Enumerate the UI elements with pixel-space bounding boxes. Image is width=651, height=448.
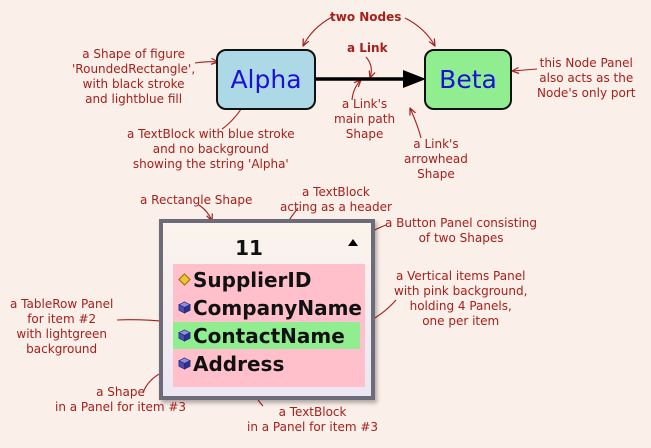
annotation-vertical-panel: a Vertical items Panel with pink backgro… bbox=[394, 269, 528, 328]
annotation-textblock-header: a TextBlock acting as a header bbox=[280, 185, 392, 214]
collapse-triangle-icon[interactable] bbox=[348, 239, 358, 246]
items-panel: SupplierID CompanyName ContactName bbox=[173, 264, 365, 387]
annotation-two-nodes: two Nodes bbox=[330, 10, 402, 24]
annotation-textblock-alpha: a TextBlock with blue stroke and no back… bbox=[127, 127, 295, 171]
item-label: SupplierID bbox=[193, 267, 312, 292]
list-item[interactable]: CompanyName bbox=[173, 294, 362, 321]
table-row-highlighted[interactable]: ContactName bbox=[173, 322, 360, 349]
item-label: CompanyName bbox=[193, 295, 362, 320]
annotation-textblock-item3: a TextBlock in a Panel for item #3 bbox=[247, 405, 379, 434]
annotation-a-link: a Link bbox=[347, 41, 388, 55]
annotation-node-panel: this Node Panel also acts as the Node's … bbox=[537, 56, 636, 100]
table-node[interactable]: 11 SupplierID CompanyName ContactName bbox=[159, 219, 375, 400]
annotation-button-panel: a Button Panel consisting of two Shapes bbox=[385, 216, 538, 245]
cube-icon bbox=[178, 329, 191, 342]
alpha-node[interactable]: Alpha bbox=[216, 49, 316, 110]
cube-icon bbox=[178, 357, 191, 370]
table-header: 11 bbox=[235, 236, 263, 260]
annotation-arrowhead: a Link's arrowhead Shape bbox=[404, 137, 468, 181]
link-arrowhead-shape bbox=[403, 70, 426, 88]
list-item[interactable]: SupplierID bbox=[173, 266, 360, 293]
alpha-label: Alpha bbox=[230, 65, 302, 94]
annotation-shape-item3: a Shape in a Panel for item #3 bbox=[55, 385, 187, 414]
beta-node[interactable]: Beta bbox=[424, 49, 512, 110]
key-diamond-icon bbox=[178, 273, 191, 286]
list-item[interactable]: Address bbox=[173, 350, 360, 377]
annotation-tablerow-panel: a TableRow Panel for item #2 with lightg… bbox=[10, 297, 114, 356]
cube-icon bbox=[178, 301, 191, 314]
annotation-rectangle-shape: a Rectangle Shape bbox=[140, 193, 253, 207]
item-label: ContactName bbox=[193, 323, 345, 348]
item-label: Address bbox=[193, 351, 285, 376]
beta-label: Beta bbox=[439, 65, 497, 94]
annotation-link-path: a Link's main path Shape bbox=[334, 97, 396, 141]
annotation-shape-figure: a Shape of figure 'RoundedRectangle', wi… bbox=[72, 47, 196, 106]
